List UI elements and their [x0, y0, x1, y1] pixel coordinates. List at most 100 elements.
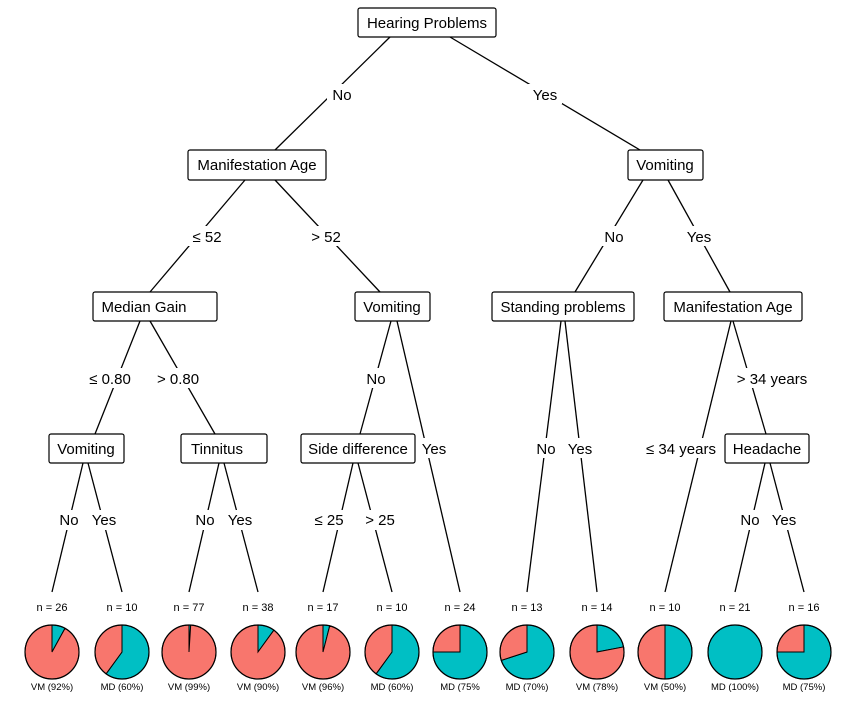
pie-slice-md — [664, 624, 693, 680]
svg-text:Vomiting: Vomiting — [57, 441, 115, 458]
node-standing-problems: Standing problems — [491, 291, 635, 322]
edge-label-standing-yes: Yes — [568, 441, 592, 458]
svg-text:Headache: Headache — [733, 441, 801, 458]
leaf-class: MD (60%) — [371, 682, 414, 693]
edge-label-gain-le-080: ≤ 0.80 — [89, 371, 131, 388]
edge-label-hearing-yes: Yes — [533, 87, 557, 104]
leaf-count: n = 21 — [720, 602, 751, 614]
pie-outline — [364, 624, 420, 680]
leaf-class: VM (78%) — [576, 682, 618, 693]
pie-outline — [230, 624, 286, 680]
edge-labels: No Yes ≤ 52 > 52 No Yes ≤ 0.80 > 0.80 No… — [56, 84, 812, 530]
edge-label-vomiting2-no: No — [366, 371, 385, 388]
svg-text:Median Gain: Median Gain — [101, 299, 186, 316]
edge-label-age2-gt-34: > 34 years — [737, 371, 807, 388]
pie-outline — [94, 624, 150, 680]
edge-label-age2-le-34: ≤ 34 years — [646, 441, 716, 458]
leaf-pie — [569, 624, 625, 680]
edge-label-side-gt-25: > 25 — [365, 512, 395, 529]
leaf-11: n = 21 MD (100%) — [707, 602, 763, 693]
leaf-class: MD (100%) — [711, 682, 759, 693]
pie-outline — [637, 624, 693, 680]
svg-text:Vomiting: Vomiting — [636, 157, 694, 174]
leaf-class: MD (70%) — [506, 682, 549, 693]
leaf-12: n = 16 MD (75%) — [776, 602, 832, 693]
edge-label-headache-no: No — [740, 512, 759, 529]
pie-outline — [569, 624, 625, 680]
svg-text:Tinnitus: Tinnitus — [191, 441, 243, 458]
node-side-difference: Side difference — [300, 433, 416, 464]
leaf-class: MD (60%) — [101, 682, 144, 693]
svg-text:Hearing Problems: Hearing Problems — [367, 15, 487, 32]
leaf-count: n = 38 — [243, 602, 274, 614]
leaf-pie — [230, 624, 286, 680]
pie-outline — [161, 624, 217, 680]
edge-label-vomiting3-yes: Yes — [92, 512, 116, 529]
leaf-pie — [499, 624, 555, 680]
node-hearing-problems: Hearing Problems — [357, 7, 497, 38]
leaf-pie — [776, 624, 832, 680]
edge-label-vomiting-no: No — [604, 229, 623, 246]
leaf-pie — [161, 624, 217, 680]
leaf-class: VM (50%) — [644, 682, 686, 693]
edge-label-headache-yes: Yes — [772, 512, 796, 529]
leaf-class: VM (99%) — [168, 682, 210, 693]
svg-text:Standing problems: Standing problems — [500, 299, 625, 316]
leaf-class: MD (75% — [440, 682, 480, 693]
edge-label-gain-gt-080: > 0.80 — [157, 371, 199, 388]
leaf-class: MD (75%) — [783, 682, 826, 693]
node-median-gain: Median Gain — [92, 291, 218, 322]
edge-label-vomiting3-no: No — [59, 512, 78, 529]
leaf-class: VM (96%) — [302, 682, 344, 693]
pie-outline — [432, 624, 488, 680]
leaf-5: n = 17 VM (96%) — [295, 602, 351, 693]
leaf-pie — [295, 624, 351, 680]
pie-outline — [499, 624, 555, 680]
leaf-6: n = 10 MD (60%) — [364, 602, 420, 693]
node-headache: Headache — [724, 433, 810, 464]
leaf-count: n = 17 — [308, 602, 339, 614]
edge-label-side-le-25: ≤ 25 — [314, 512, 343, 529]
svg-text:Side difference: Side difference — [308, 441, 408, 458]
leaf-1: n = 26 VM (92%) — [24, 602, 80, 693]
node-vomiting-left: Vomiting — [48, 433, 125, 464]
edge-label-age-le-52: ≤ 52 — [192, 229, 221, 246]
edge-label-age-gt-52: > 52 — [311, 229, 341, 246]
leaf-7: n = 24 MD (75% — [432, 602, 488, 693]
pie-outline — [776, 624, 832, 680]
edge-label-vomiting2-yes: Yes — [422, 441, 446, 458]
leaf-pie — [24, 624, 80, 680]
leaf-9: n = 14 VM (78%) — [569, 602, 625, 693]
pie-outline — [24, 624, 80, 680]
leaf-count: n = 13 — [512, 602, 543, 614]
edge-label-tinnitus-yes: Yes — [228, 512, 252, 529]
leaf-pie — [364, 624, 420, 680]
node-vomiting-middle: Vomiting — [354, 291, 431, 322]
leaf-count: n = 16 — [789, 602, 820, 614]
leaf-class: VM (90%) — [237, 682, 279, 693]
svg-text:Manifestation Age: Manifestation Age — [197, 157, 316, 174]
leaf-pie — [707, 624, 763, 680]
svg-text:Manifestation Age: Manifestation Age — [673, 299, 792, 316]
leaf-count: n = 26 — [37, 602, 68, 614]
leaf-class: VM (92%) — [31, 682, 73, 693]
decision-nodes: Hearing Problems Manifestation Age Vomit… — [48, 7, 810, 464]
leaf-count: n = 24 — [445, 602, 476, 614]
node-vomiting-right: Vomiting — [627, 149, 704, 181]
leaf-count: n = 14 — [582, 602, 613, 614]
leaf-pie — [94, 624, 150, 680]
node-manifestation-age: Manifestation Age — [187, 149, 327, 181]
leaf-8: n = 13 MD (70%) — [499, 602, 555, 693]
node-tinnitus: Tinnitus — [180, 433, 268, 464]
leaf-count: n = 10 — [377, 602, 408, 614]
svg-text:Vomiting: Vomiting — [363, 299, 421, 316]
pie-slice-vm — [637, 624, 666, 680]
edge-label-tinnitus-no: No — [195, 512, 214, 529]
edge-label-hearing-no: No — [332, 87, 351, 104]
node-manifestation-age-right: Manifestation Age — [663, 291, 803, 322]
